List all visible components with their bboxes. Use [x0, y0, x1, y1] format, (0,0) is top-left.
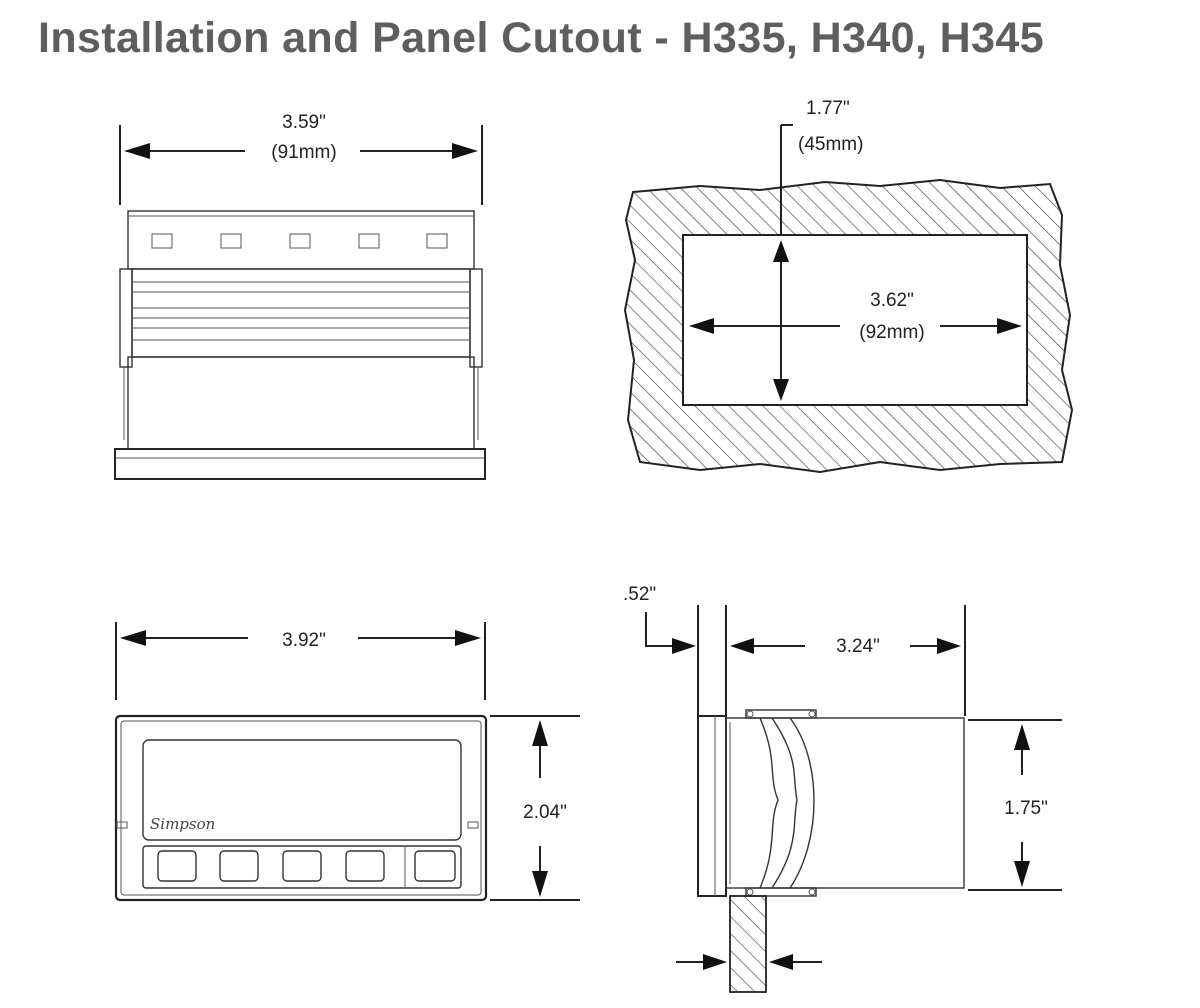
- brand-logo: Simpson: [150, 815, 215, 833]
- cutout-width-mm-label: (92mm): [859, 322, 924, 343]
- front-key-3: [282, 850, 322, 882]
- front-width-dimension-arrow: [120, 630, 481, 646]
- side-height-dimension-arrow: [1014, 724, 1030, 887]
- cutout-height-inch-label: 1.77": [806, 98, 850, 119]
- front-key-4: [345, 850, 385, 882]
- meter-front-face: Simpson: [114, 714, 488, 902]
- front-height-label: 2.04": [523, 802, 567, 823]
- front-width-label: 3.92": [282, 630, 326, 651]
- meter-top-body: [114, 210, 486, 480]
- cutout-width-inch-label: 3.62": [870, 290, 914, 311]
- meter-side-body: [697, 709, 965, 993]
- body-depth-label: 3.24": [836, 636, 880, 657]
- top-width-inch-label: 3.59": [282, 112, 326, 133]
- side-height-label: 1.75": [1004, 798, 1048, 819]
- cutout-height-dimension-arrow: [773, 124, 793, 401]
- front-view-drawing: 3.92" Simpson 2.04": [114, 622, 580, 902]
- top-view-drawing: 3.59" (91mm): [114, 112, 486, 480]
- side-view-drawing: .52" 3.24": [623, 584, 1062, 993]
- front-height-dimension-arrow: [532, 720, 548, 897]
- page-title: Installation and Panel Cutout - H335, H3…: [38, 14, 1045, 62]
- bezel-depth-label: .52": [623, 584, 656, 605]
- bezel-depth-dimension-arrow: [645, 612, 696, 654]
- panel-section: [729, 895, 767, 993]
- body-depth-dimension-arrow: [730, 638, 961, 654]
- cutout-height-mm-label: (45mm): [798, 134, 863, 155]
- panel-cutout-drawing: 1.77" (45mm) 3.62" (92mm): [623, 98, 1074, 474]
- display-window: [142, 739, 462, 841]
- cutout-width-dimension-arrow: [689, 318, 1022, 334]
- top-width-dimension-arrow: [124, 143, 478, 159]
- top-width-mm-label: (91mm): [271, 142, 336, 163]
- front-key-2: [219, 850, 259, 882]
- front-key-1: [157, 850, 197, 882]
- panel-thickness-arrows: [676, 954, 822, 970]
- front-key-5: [414, 850, 456, 882]
